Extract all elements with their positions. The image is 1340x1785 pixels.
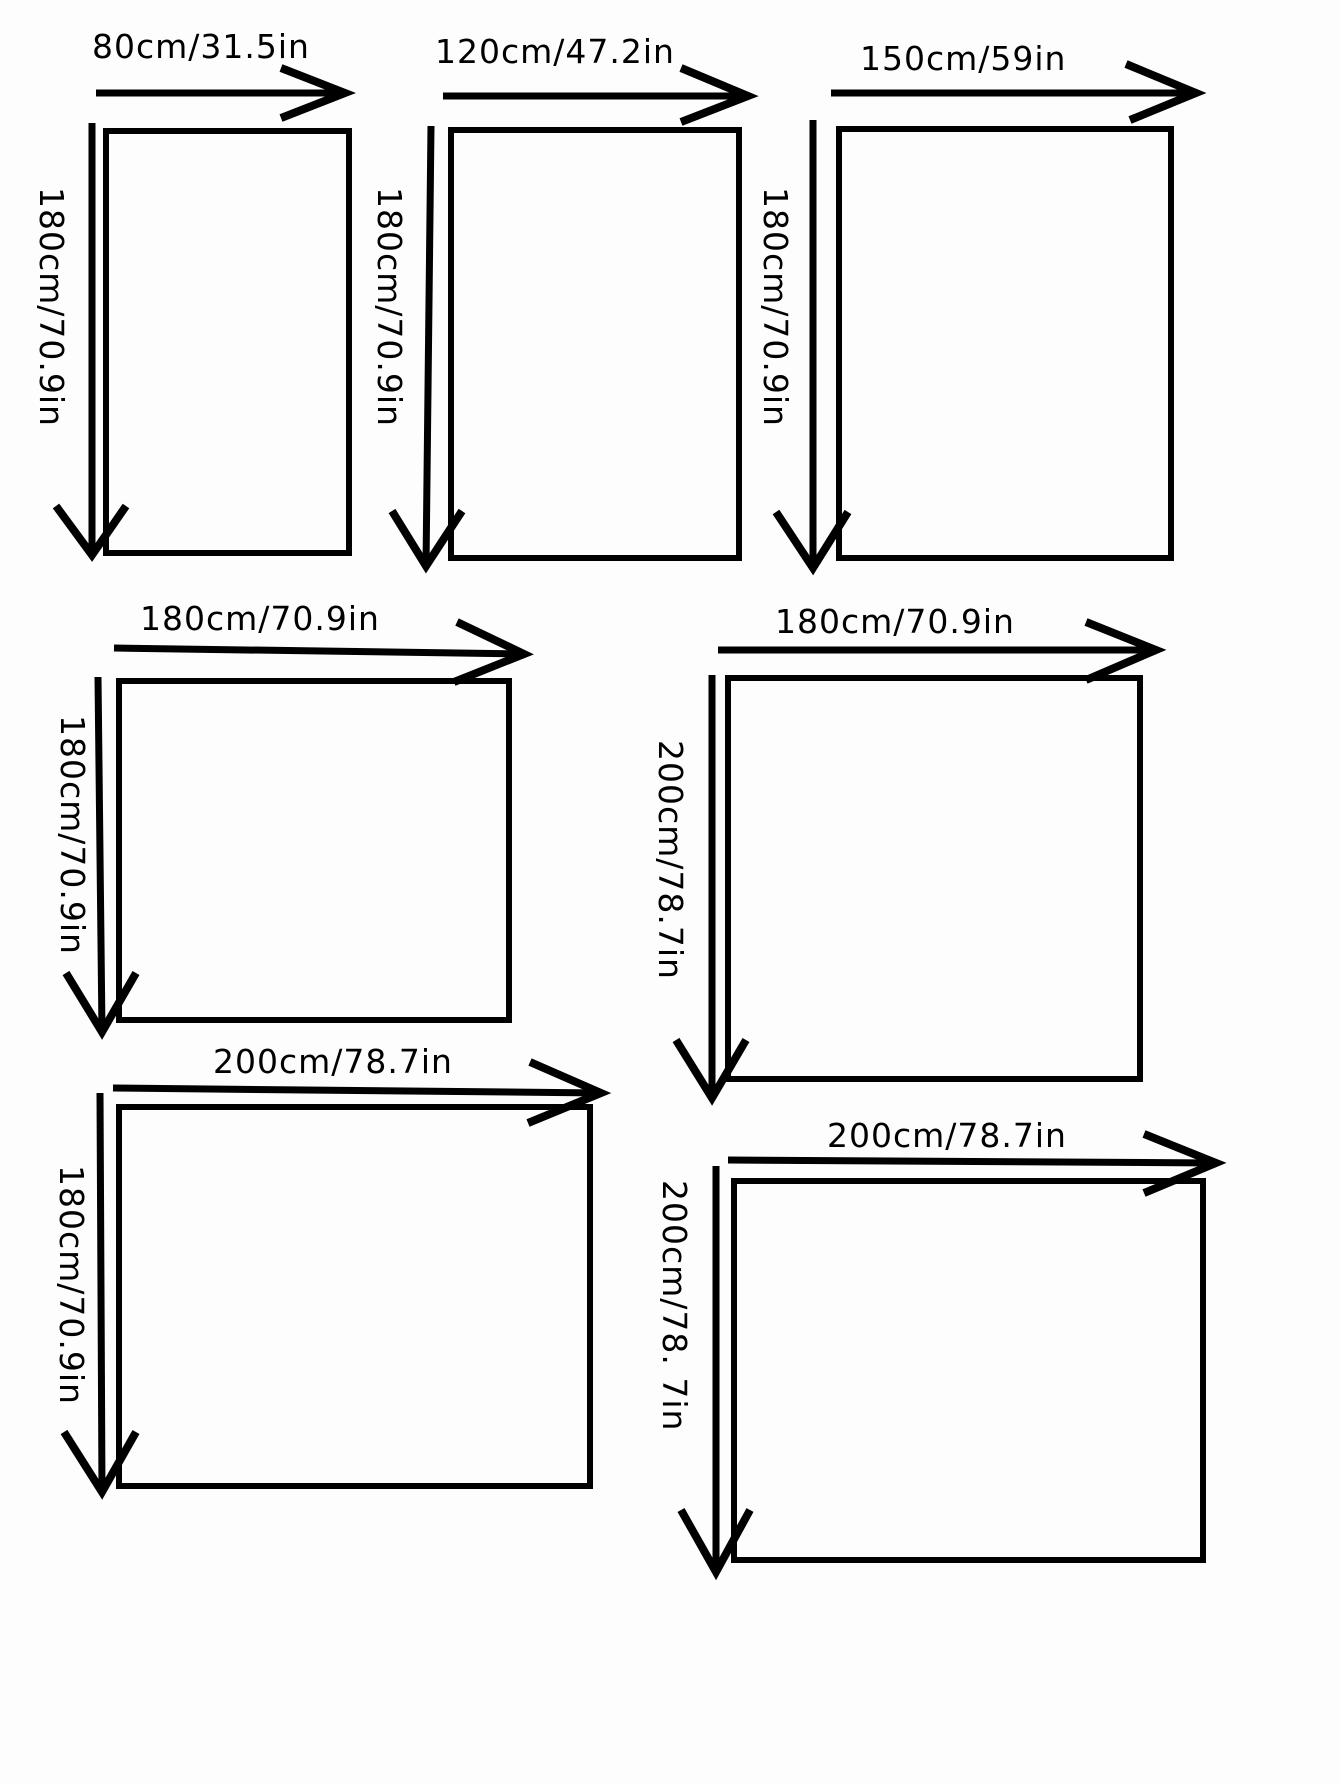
width-arrow — [96, 64, 356, 122]
width-label: 150cm/59in — [860, 39, 1066, 78]
height-arrow — [672, 675, 750, 1106]
size-outline — [448, 127, 742, 561]
height-label: 200cm/78. 7in — [655, 1180, 694, 1431]
height-arrow — [52, 123, 130, 562]
height-arrow — [677, 1166, 754, 1581]
size-outline — [103, 128, 352, 556]
size-option-200x200: 200cm/78.7in 200cm/78. 7in — [655, 1116, 1227, 1581]
width-arrow — [831, 60, 1207, 124]
height-label: 180cm/70.9in — [370, 187, 409, 427]
size-option-180x180: 180cm/70.9in 180cm/70.9in — [53, 599, 534, 1040]
width-arrow — [443, 64, 759, 126]
width-label: 180cm/70.9in — [140, 599, 380, 638]
height-label: 180cm/70.9in — [53, 715, 92, 955]
width-arrow — [718, 618, 1167, 684]
size-option-150x180: 150cm/59in 180cm/70.9in — [756, 39, 1207, 576]
size-option-80x180: 80cm/31.5in 180cm/70.9in — [32, 27, 356, 562]
size-option-200x180: 200cm/78.7in 180cm/70.9in — [52, 1042, 612, 1500]
width-arrow — [113, 618, 534, 686]
size-outline — [731, 1178, 1206, 1563]
width-arrow — [727, 1130, 1227, 1197]
size-outline — [725, 675, 1143, 1082]
width-arrow — [112, 1058, 612, 1127]
height-arrow — [772, 120, 852, 576]
width-label: 180cm/70.9in — [775, 602, 1015, 641]
height-label: 200cm/78.7in — [651, 740, 690, 980]
height-arrow — [388, 125, 466, 574]
height-arrow — [62, 676, 140, 1040]
height-label: 180cm/70.9in — [32, 187, 71, 427]
size-outline — [836, 126, 1174, 561]
width-label: 80cm/31.5in — [92, 27, 310, 66]
width-label: 120cm/47.2in — [435, 32, 675, 71]
size-option-180x200: 180cm/70.9in 200cm/78.7in — [651, 602, 1167, 1106]
size-outline — [116, 1104, 593, 1489]
height-arrow — [60, 1092, 140, 1500]
width-label: 200cm/78.7in — [213, 1042, 453, 1081]
size-outline — [116, 678, 512, 1023]
height-label: 180cm/70.9in — [756, 187, 795, 427]
size-option-120x180: 120cm/47.2in 180cm/70.9in — [370, 32, 759, 574]
width-label: 200cm/78.7in — [827, 1116, 1067, 1155]
height-label: 180cm/70.9in — [52, 1165, 91, 1405]
